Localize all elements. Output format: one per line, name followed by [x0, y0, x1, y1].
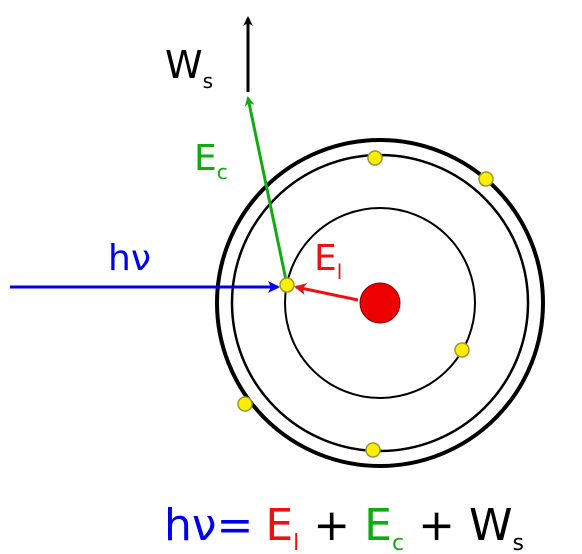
kinetic-energy-arrow — [244, 96, 289, 286]
outer-shell-thick — [215, 138, 545, 468]
electron — [454, 342, 470, 358]
binding-energy-label: El — [314, 238, 342, 284]
electron-ejected — [279, 277, 295, 293]
electron — [237, 396, 253, 412]
kinetic-energy-label: Ec — [194, 138, 228, 184]
work-function-label: Ws — [165, 43, 213, 93]
nucleus — [359, 282, 401, 324]
electron — [367, 150, 383, 166]
binding-energy-arrow — [294, 283, 359, 302]
electron — [478, 171, 494, 187]
energy-equation: hν=El+Ec+Ws — [164, 500, 524, 554]
photon-label: hν — [108, 238, 151, 279]
inner-shell — [284, 207, 476, 399]
electron — [365, 442, 381, 458]
